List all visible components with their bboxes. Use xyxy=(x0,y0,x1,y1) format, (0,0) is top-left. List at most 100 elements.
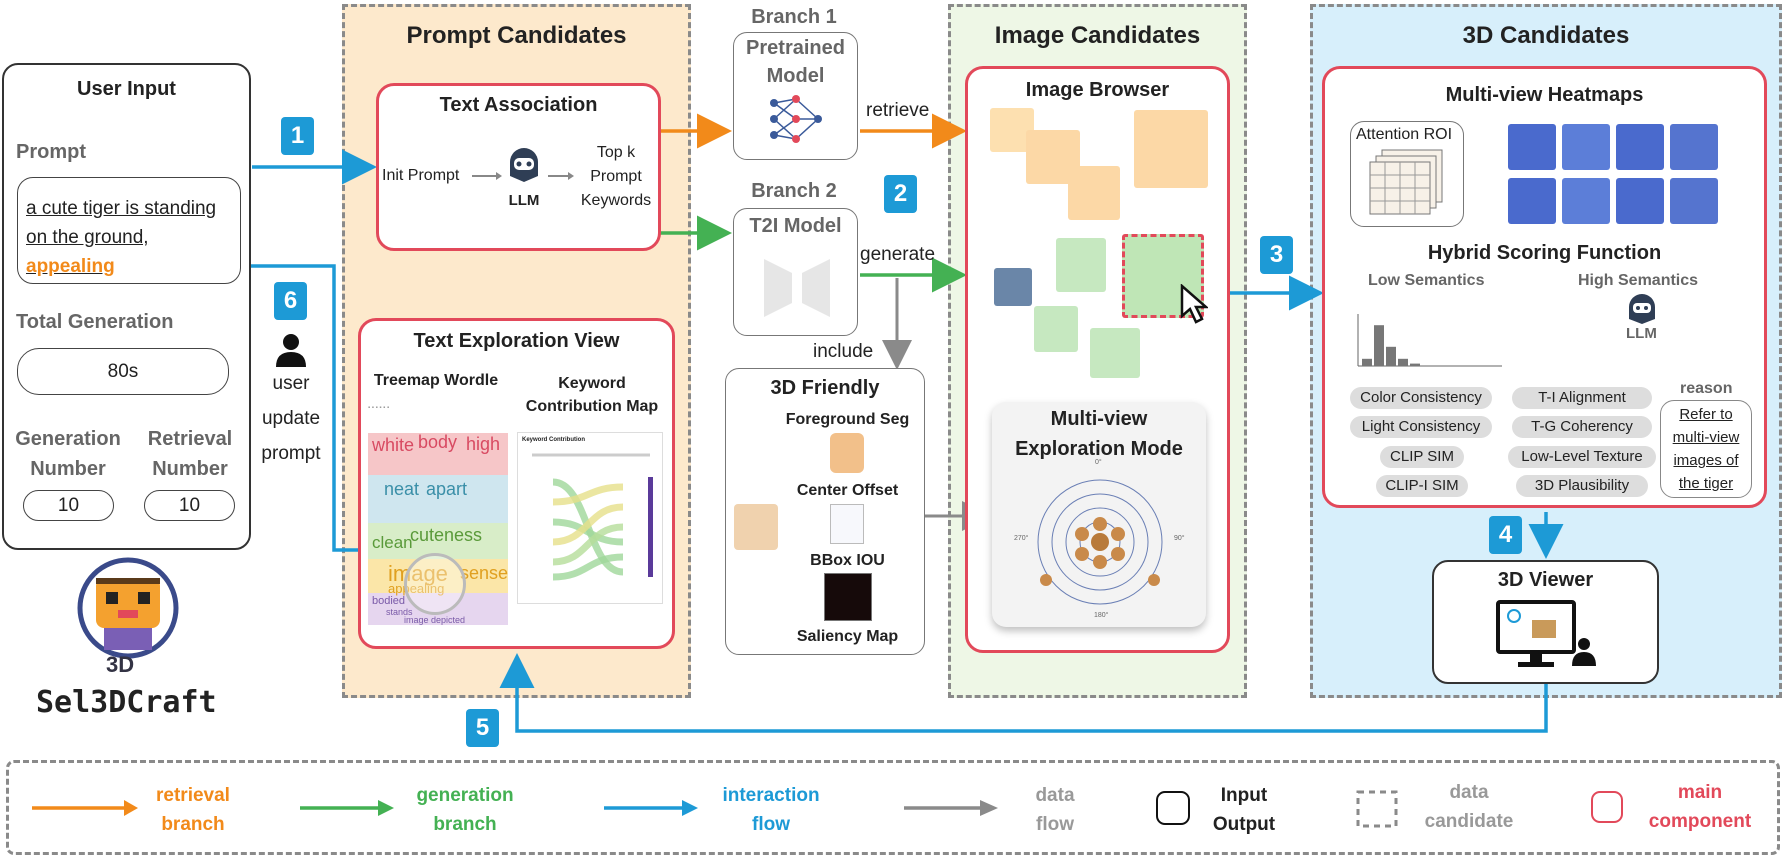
pretrained-line-1: Pretrained xyxy=(746,37,845,59)
retrieval-number-field[interactable]: 10 xyxy=(144,490,235,521)
polar-tick-270: 270° xyxy=(1014,535,1029,542)
llm-robot-icon-2 xyxy=(1629,294,1655,324)
legend-generation-line-1: generation xyxy=(416,785,514,806)
multiview-heatmaps-title: Multi-view Heatmaps xyxy=(1445,84,1644,106)
prompt-highlight: appealing xyxy=(26,256,115,277)
reason-line-1: Refer to xyxy=(1679,406,1733,423)
histogram-bar xyxy=(1398,358,1408,366)
legend-main-component: main component xyxy=(1630,778,1770,836)
legend-io-line-2: Output xyxy=(1212,814,1276,835)
reason-line-2: multi-view xyxy=(1672,429,1740,446)
step-5-badge: 5 xyxy=(466,709,499,747)
topk-line-3: Keywords xyxy=(580,192,652,209)
histogram-bar xyxy=(1386,346,1396,366)
metric-color-consistency: Color Consistency xyxy=(1350,387,1492,409)
three-d-friendly-title: 3D Friendly xyxy=(770,377,880,399)
generated-image[interactable] xyxy=(994,268,1032,306)
user-update-line-3: prompt xyxy=(261,443,321,464)
sample-tiger-image xyxy=(734,504,778,550)
magnifier-icon xyxy=(404,553,466,615)
heatmap-image[interactable] xyxy=(1670,124,1718,170)
legend-data-line-1: data xyxy=(1035,785,1075,806)
word-apart: apart xyxy=(426,479,468,499)
multiview-exploration-title: Multi-view Exploration Mode xyxy=(992,404,1206,464)
legend-data-line-2: flow xyxy=(1036,814,1074,835)
generated-image[interactable] xyxy=(1056,238,1106,292)
heatmap-image[interactable] xyxy=(1670,178,1718,224)
step-2-badge: 2 xyxy=(884,175,917,213)
heatmap-image[interactable] xyxy=(1562,124,1610,170)
generated-image[interactable] xyxy=(1090,328,1140,378)
total-generation-label: Total Generation xyxy=(16,311,174,333)
retrieval-label-line-2: Number xyxy=(152,458,228,480)
treemap-title: Treemap Wordle xyxy=(373,372,499,389)
pretrained-line-2: Model xyxy=(766,65,825,87)
topk-line-2: Prompt xyxy=(590,168,642,185)
heatmap-image[interactable] xyxy=(1616,178,1664,224)
legend-retrieval: retrieval branch xyxy=(138,781,248,839)
cursor-icon xyxy=(1180,284,1208,324)
low-semantics-histogram xyxy=(1357,314,1502,367)
generation-number-label: Generation Number xyxy=(8,424,128,484)
step-4-badge: 4 xyxy=(1489,516,1522,554)
generated-image[interactable] xyxy=(1034,306,1078,352)
legend-data-flow: data flow xyxy=(1010,781,1100,839)
user-input-title: User Input xyxy=(77,78,176,100)
user-input-panel xyxy=(2,63,251,550)
word-clean: clean xyxy=(372,533,413,552)
hybrid-scoring-title: Hybrid Scoring Function xyxy=(1427,242,1662,264)
step-1-badge: 1 xyxy=(281,117,314,155)
legend-retrieval-line-2: branch xyxy=(161,814,225,835)
total-generation-field[interactable]: 80s xyxy=(17,348,229,395)
user-update-line-2: update xyxy=(261,408,321,429)
keyword-map-title: Keyword Contribution Map xyxy=(512,372,672,418)
center-offset-image xyxy=(830,504,864,544)
low-semantics-label: Low Semantics xyxy=(1368,272,1485,289)
legend-main-line-2: component xyxy=(1648,811,1752,832)
heatmap-image[interactable] xyxy=(1508,178,1556,224)
sankey-chart xyxy=(532,453,653,581)
prompt-field[interactable]: a cute tiger is standing on the ground, … xyxy=(17,177,241,284)
heatmap-image[interactable] xyxy=(1508,124,1556,170)
heatmap-image[interactable] xyxy=(1562,178,1610,224)
legend-generation-line-2: branch xyxy=(433,814,497,835)
polar-tick-0: 0° xyxy=(1095,459,1102,466)
center-offset-label: Center Offset xyxy=(796,482,899,499)
polar-view-chart xyxy=(1037,479,1163,605)
generation-number-field[interactable]: 10 xyxy=(23,490,114,521)
logo-mark: 3D xyxy=(106,652,135,677)
keyword-contribution-map[interactable]: Keyword Contribution xyxy=(517,432,663,604)
reason-line-4: the tiger xyxy=(1678,475,1734,492)
legend-input-output: Input Output xyxy=(1194,781,1294,839)
metric-light-consistency: Light Consistency xyxy=(1350,416,1492,438)
topk-label: Top k Prompt Keywords xyxy=(576,141,656,213)
sel3dcraft-logo: 3D xyxy=(68,556,188,677)
legend-data-candidate: data candidate xyxy=(1404,778,1534,836)
word-body: body xyxy=(418,432,458,452)
retrieve-edge-label: retrieve xyxy=(866,100,930,121)
retrieved-image[interactable] xyxy=(1068,166,1120,220)
user-update-label: user update prompt xyxy=(252,366,330,471)
three-d-viewer-title: 3D Viewer xyxy=(1497,569,1594,591)
llm-label-2: LLM xyxy=(1626,325,1657,342)
retrieval-label-line-1: Retrieval xyxy=(147,428,233,450)
user-person-icon xyxy=(276,334,306,367)
encoder-decoder-icon xyxy=(764,259,830,317)
heatmap-image[interactable] xyxy=(1616,124,1664,170)
retrieved-image[interactable] xyxy=(1134,110,1208,188)
attention-grid-icon xyxy=(1369,149,1443,215)
saliency-map-label: Saliency Map xyxy=(796,628,899,645)
legend-interaction-line-2: flow xyxy=(752,814,790,835)
llm-robot-icon xyxy=(510,148,538,182)
branch2-title: Branch 2 xyxy=(751,180,837,202)
retrieval-number-label: Retrieval Number xyxy=(130,424,250,484)
image-browser-title: Image Browser xyxy=(1025,79,1170,101)
polar-tick-90: 90° xyxy=(1174,535,1185,542)
legend-main-line-1: main xyxy=(1677,782,1723,803)
t2i-model-box[interactable] xyxy=(733,208,858,336)
prompt-candidates-title: Prompt Candidates xyxy=(406,22,627,49)
treemap-wordle[interactable]: ▪ ▪ ▪ ▪ ▪ ▪ white body high neat apart c… xyxy=(368,405,508,625)
word-cuteness: cuteness xyxy=(410,525,483,545)
treemap-legend: ▪ ▪ ▪ ▪ ▪ ▪ xyxy=(368,405,390,411)
word-sense: sense xyxy=(460,563,508,583)
